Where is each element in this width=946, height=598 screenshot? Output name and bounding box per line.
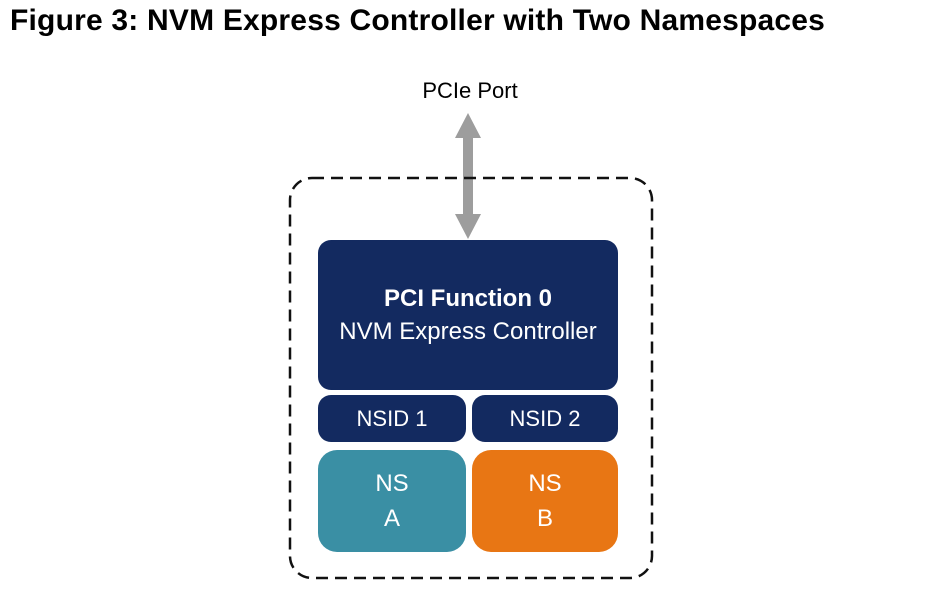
nvm-controller-label: NVM Express Controller [339, 318, 597, 345]
namespace-b-label-line2: B [536, 505, 553, 532]
namespace-b-box: NS B [472, 450, 618, 552]
pci-function-label: PCI Function 0 [384, 285, 552, 312]
bidirectional-arrow-icon [455, 113, 481, 239]
namespace-a-box: NS A [318, 450, 466, 552]
nsid2-box: NSID 2 [472, 395, 618, 442]
nvm-controller-box: PCI Function 0 NVM Express Controller [318, 240, 618, 390]
figure-title: Figure 3: NVM Express Controller with Tw… [10, 4, 826, 37]
controller-subsystem-boundary [288, 176, 654, 580]
namespace-b-label-line1: NS [528, 470, 562, 497]
pcie-port-label: PCIe Port [422, 78, 518, 103]
nsid1-box: NSID 1 [318, 395, 466, 442]
namespace-a-label-line1: NS [375, 470, 409, 497]
namespace-a-label-line2: A [383, 505, 400, 532]
